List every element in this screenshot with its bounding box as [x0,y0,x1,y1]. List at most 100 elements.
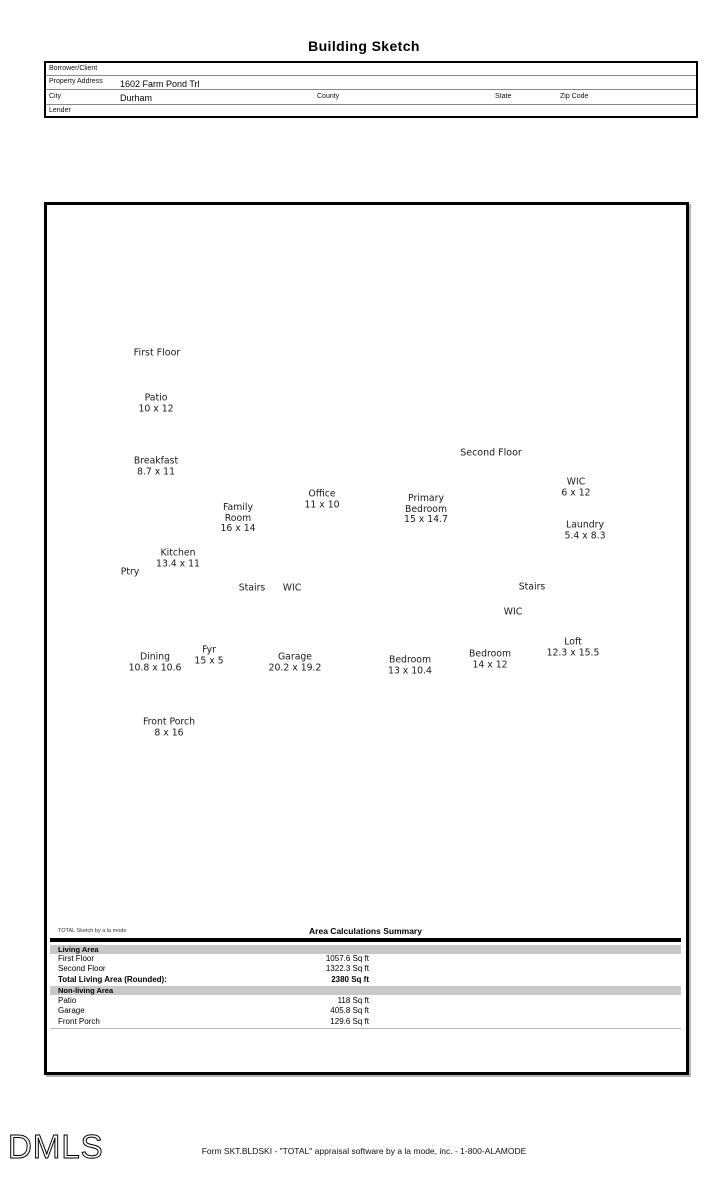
room-name: Stairs [518,581,546,593]
row-label: Total Living Area (Rounded): [58,974,167,984]
room-name: WIC [503,606,523,618]
room-label-laundry: Laundry 5.4 x 8.3 [565,520,606,541]
room-dims: 8.7 x 11 [136,466,176,477]
row-value: 118 Sq ft [337,996,369,1005]
room-label-foyer: Fyr 15 x 5 [194,645,223,666]
room-name: Office [308,488,336,500]
row-value: 2380 Sq ft [331,974,369,984]
room-name: Breakfast [133,455,179,467]
room-label-patio: Patio 10 x 12 [138,393,173,414]
room-name: Fyr [202,644,216,656]
county-label: County [317,93,340,100]
row-value: 405.8 Sq ft [330,1006,369,1016]
room-label-kitchen: Kitchen 13.4 x 11 [156,548,200,569]
summary-title: Area Calculations Summary [309,926,422,936]
row-value: 1057.6 Sq ft [325,954,369,963]
room-dims: 8 x 16 [154,727,184,738]
room-label-loft: Loft 12.3 x 15.5 [547,637,600,658]
room-name: Family Room [223,502,253,524]
dmls-logo-text: DMLS [8,1128,104,1165]
lender-label: Lender [49,107,71,114]
room-label-bedroom-13: Bedroom 13 x 10.4 [388,655,432,676]
room-dims: 10.8 x 10.6 [128,662,182,673]
room-label-stairs-2: Stairs [518,581,546,594]
room-label-wic-large: WIC 6 x 12 [561,477,590,498]
room-label-family-room: Family Room 16 x 14 [220,502,256,535]
room-name: Garage [277,651,313,663]
dmls-logo: DMLS [8,1128,104,1166]
summary-row: Garage 405.8 Sq ft [50,1006,681,1016]
property-address-label: Property Address [49,78,103,85]
room-dims: 6 x 12 [561,487,591,498]
room-name: Bedroom [388,654,432,666]
summary-row: Patio 118 Sq ft [50,996,681,1006]
form-row-divider [46,89,696,90]
room-name: Stairs [238,582,266,594]
room-label-bedroom-14: Bedroom 14 x 12 [469,649,511,670]
room-label-breakfast: Breakfast 8.7 x 11 [134,456,178,477]
summary-row: Second Floor 1322.3 Sq ft [50,964,681,974]
property-info-form: Borrower/Client Property Address 1602 Fa… [44,61,698,118]
sketch-watermark: TOTAL Sketch by a la mode [58,928,127,934]
summary-bottom-line [50,1028,681,1029]
summary-row: First Floor 1057.6 Sq ft [50,954,681,964]
city-value: Durham [120,93,153,103]
room-label-pantry: Ptry [120,566,140,579]
room-name: WIC [566,476,586,488]
summary-divider-bar [50,938,681,942]
room-name: WIC [282,582,302,594]
summary-total-row: Total Living Area (Rounded): 2380 Sq ft [50,975,681,985]
room-dims: 14 x 12 [472,659,508,670]
room-dims: 15 x 5 [194,655,224,666]
room-dims: 12.3 x 15.5 [546,647,600,658]
room-dims: 5.4 x 8.3 [564,530,606,541]
room-label-primary-bedroom: Primary Bedroom 15 x 14.7 [404,493,448,526]
room-name: Laundry [566,519,604,531]
room-label-office: Office 11 x 10 [304,489,339,510]
room-dims: 20.2 x 19.2 [268,662,322,673]
nonliving-area-header: Non-living Area [50,986,681,995]
zip-code-label: Zip Code [560,93,589,100]
room-dims: 10 x 12 [138,403,174,414]
row-label: Front Porch [58,1016,100,1026]
room-dims: 15 x 14.7 [404,514,448,526]
room-name: Ptry [120,566,140,578]
room-name: Front Porch [142,716,196,728]
room-label-front-porch: Front Porch 8 x 16 [143,717,195,738]
state-label: State [495,93,512,100]
form-row-divider [46,104,696,105]
room-dims: 13.4 x 11 [156,558,200,569]
room-label-dining: Dining 10.8 x 10.6 [129,652,182,673]
nonliving-area-header-label: Non-living Area [58,986,114,995]
sketch-area-box: TOTAL Sketch by a la mode Area Calculati… [44,202,689,1075]
room-dims: 13 x 10.4 [388,665,432,676]
room-name: Patio [144,392,168,404]
room-label-wic-small: WIC [503,606,523,619]
row-label: Second Floor [58,964,106,974]
row-label: First Floor [58,954,94,963]
summary-row: Front Porch 129.6 Sq ft [50,1017,681,1027]
first-floor-title: First Floor [133,347,181,359]
room-label-stairs: Stairs [238,582,266,595]
room-name: Bedroom [468,648,512,660]
city-label: City [49,93,62,100]
row-label: Patio [58,996,77,1005]
property-address-value: 1602 Farm Pond Trl [120,79,200,89]
page-title: Building Sketch [308,38,420,54]
room-dims: 11 x 10 [304,499,340,510]
room-name: Loft [564,636,582,648]
footer-form-text: Form SKT.BLDSKI - "TOTAL" appraisal soft… [201,1146,527,1156]
room-dims: 16 x 14 [220,523,256,535]
room-label-wic: WIC [282,582,302,595]
form-row-divider [46,75,696,76]
living-area-header-label: Living Area [58,944,99,954]
room-name: Kitchen [160,547,196,559]
living-area-header: Living Area [50,944,681,954]
row-value: 1322.3 Sq ft [325,964,369,974]
room-label-garage: Garage 20.2 x 19.2 [269,652,322,673]
borrower-label: Borrower/Client [49,65,98,72]
row-label: Garage [58,1006,85,1016]
room-name: Primary Bedroom [404,493,448,515]
second-floor-title: Second Floor [460,447,522,459]
